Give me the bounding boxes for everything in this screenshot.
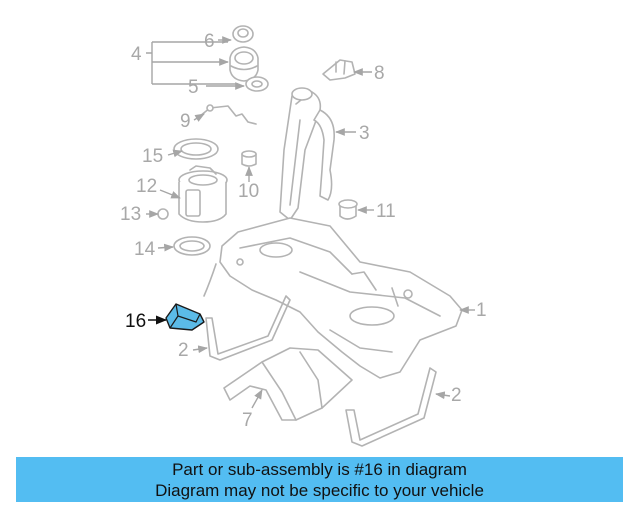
- info-banner: Part or sub-assembly is #16 in diagram D…: [16, 457, 623, 502]
- parts-diagram: 1 2 2 3 4 5 6 7 8 9 10 11 12 13 14 15 16: [120, 25, 487, 447]
- callout-7: 7: [242, 410, 253, 431]
- part-2-strap-right: [345, 367, 437, 447]
- banner-line-disclaimer: Diagram may not be specific to your vehi…: [155, 481, 484, 500]
- part-1-fuel-tank: [203, 217, 463, 379]
- part-2-strap-left: [205, 295, 291, 361]
- part-5-seal-ring: [245, 76, 269, 92]
- callout-3: 3: [359, 123, 370, 144]
- callout-2-left: 2: [178, 340, 189, 361]
- callout-2-right: 2: [451, 385, 462, 406]
- leader-lines: [146, 36, 475, 409]
- part-14-seal: [173, 236, 211, 256]
- callout-6: 6: [204, 31, 215, 52]
- callout-8: 8: [374, 63, 385, 84]
- part-15-lock-ring: [173, 138, 219, 160]
- callout-12: 12: [136, 176, 157, 197]
- part-3-filler-pipe: [279, 87, 336, 221]
- callout-14: 14: [134, 239, 156, 260]
- callout-16: 16: [125, 311, 146, 332]
- callout-11: 11: [376, 201, 396, 222]
- part-11-valve: [338, 199, 358, 220]
- part-6-cap: [232, 25, 254, 43]
- part-16-highlighted[interactable]: [165, 303, 205, 331]
- part-4-grommet: [229, 46, 259, 82]
- callout-13: 13: [120, 204, 141, 225]
- part-10-plug: [241, 150, 257, 167]
- callout-10: 10: [238, 181, 259, 202]
- callout-1: 1: [476, 300, 487, 321]
- part-12-pump-module: [178, 165, 228, 223]
- part-9-vent-line: [199, 104, 257, 125]
- part-7-heat-shield: [223, 347, 353, 421]
- callout-9: 9: [180, 111, 191, 132]
- part-8-bracket: [322, 59, 356, 81]
- part-13-fitting: [157, 208, 169, 220]
- callout-15: 15: [142, 146, 163, 167]
- callout-4: 4: [131, 44, 142, 65]
- banner-line-part: Part or sub-assembly is #16 in diagram: [172, 460, 467, 479]
- callout-5: 5: [188, 77, 199, 98]
